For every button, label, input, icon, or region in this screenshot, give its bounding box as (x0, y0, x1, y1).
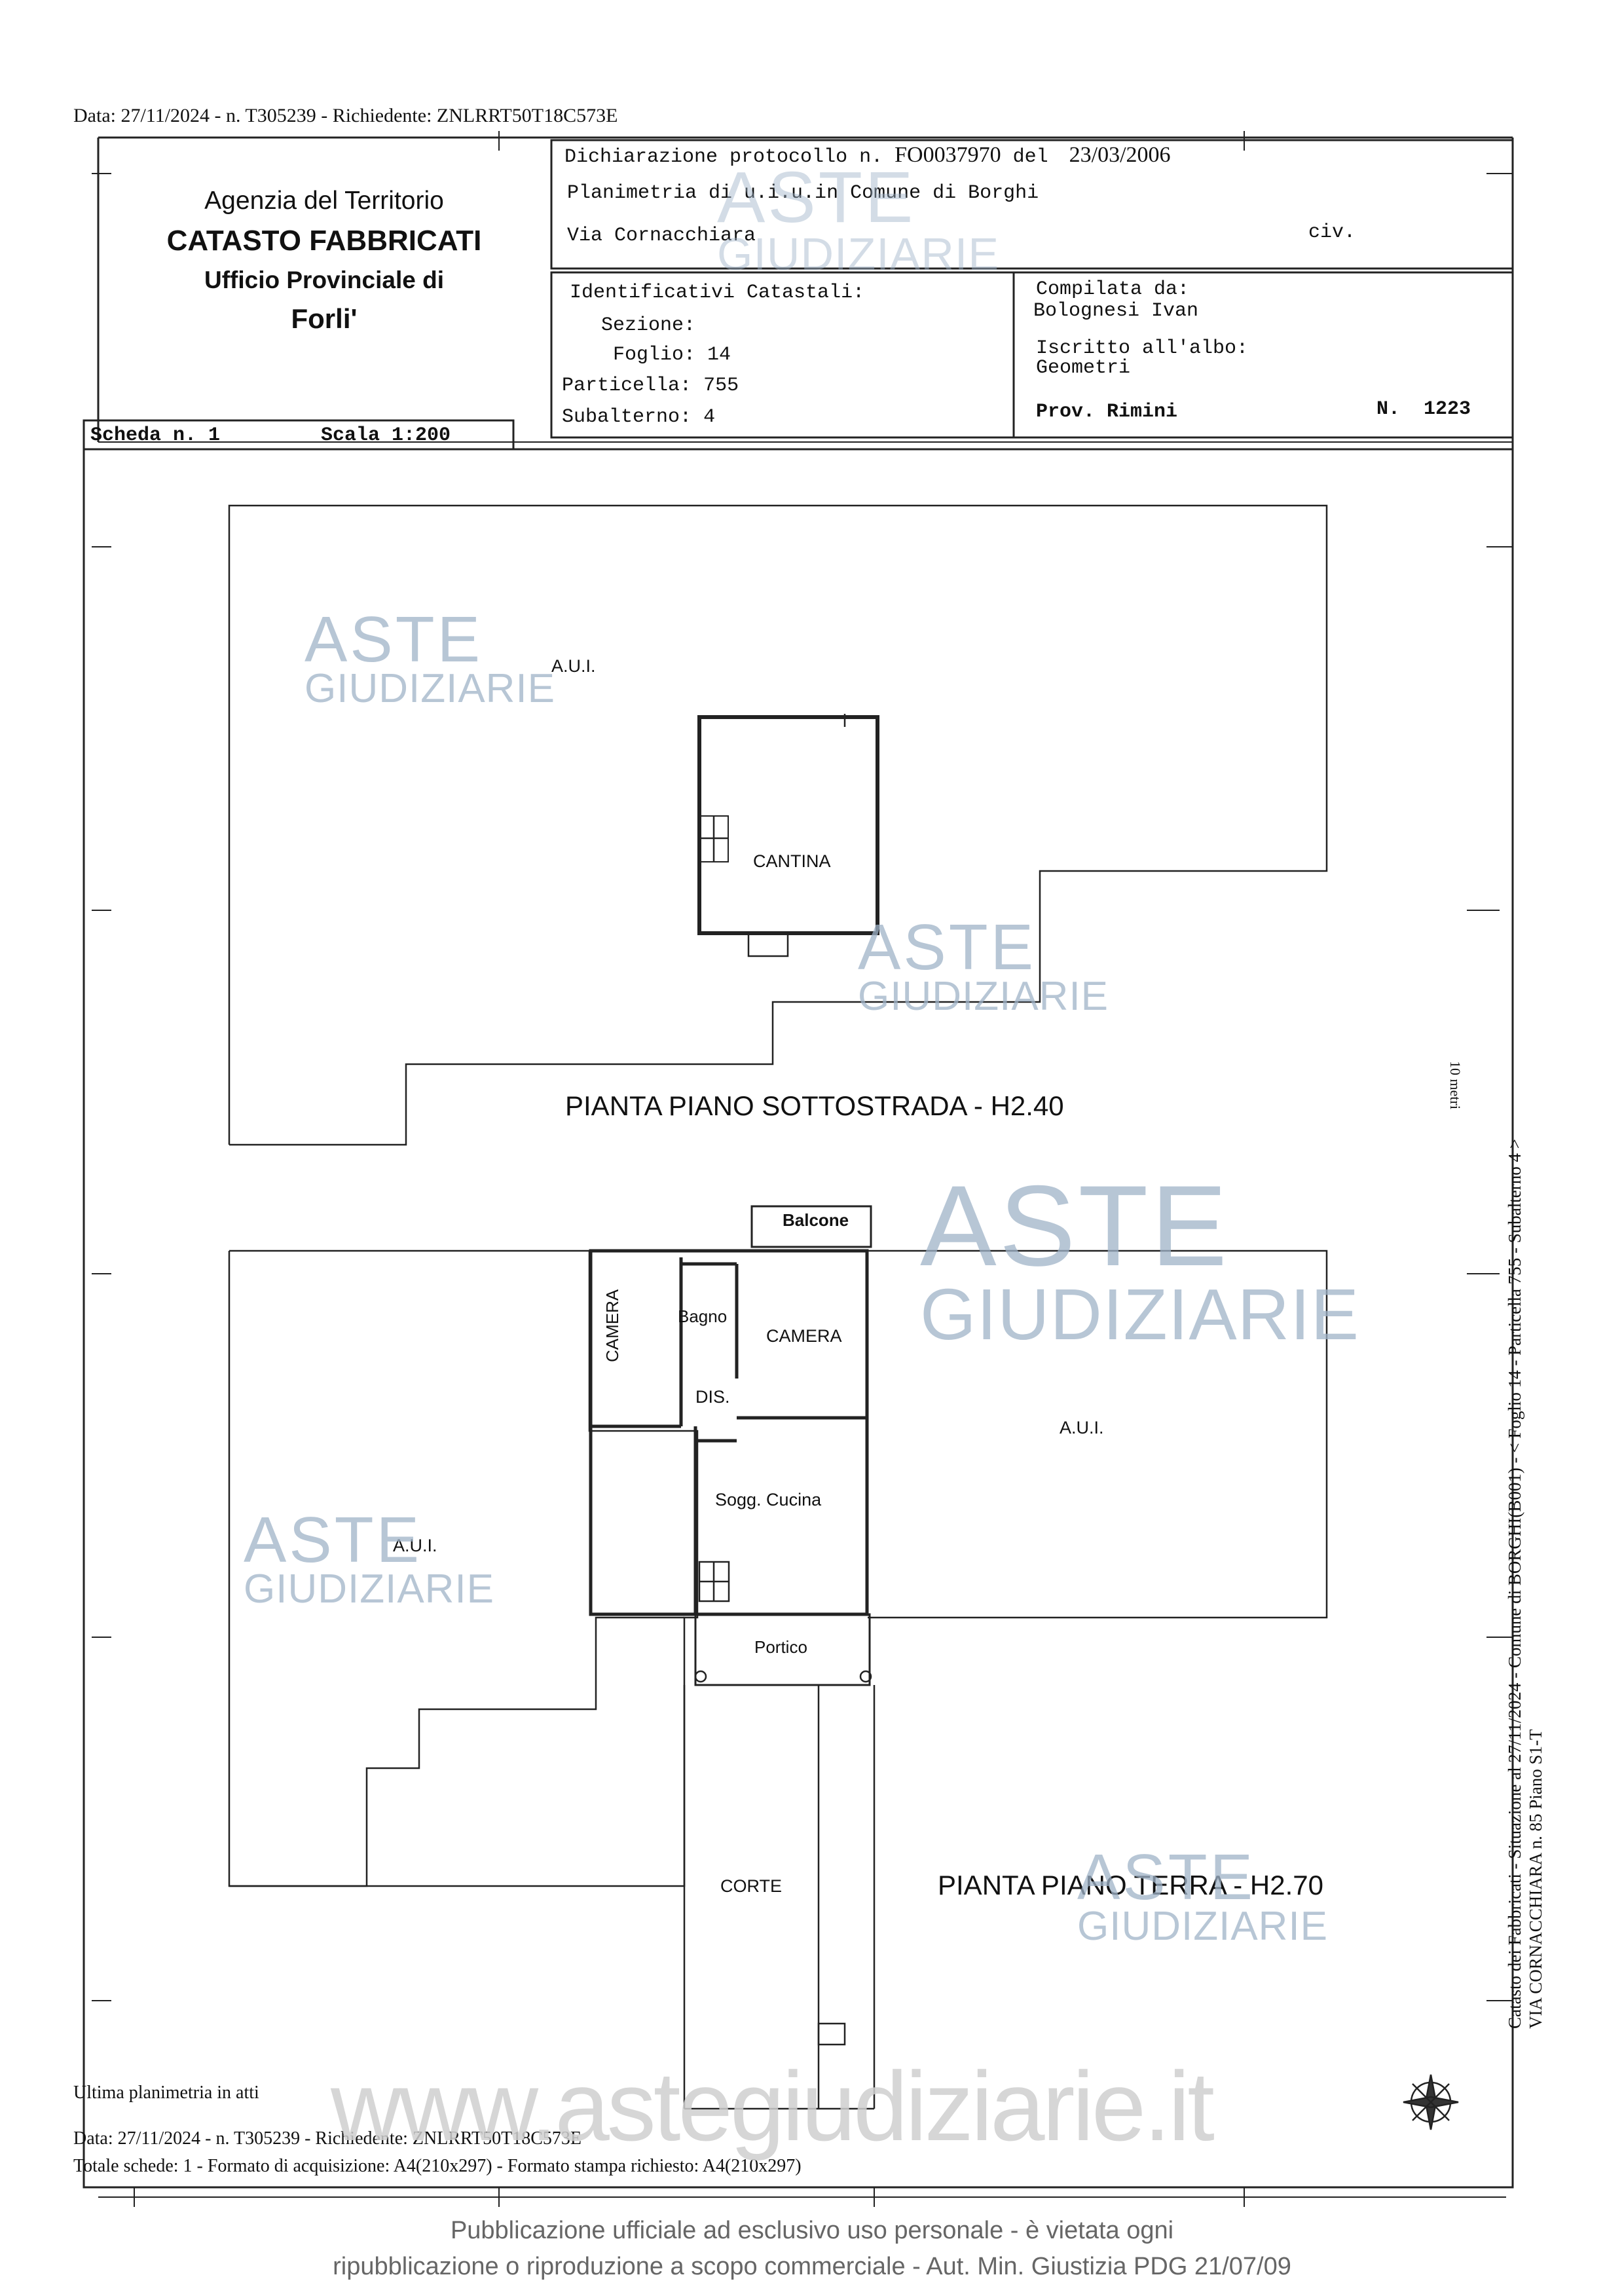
sezione-label: Sezione: (601, 314, 696, 337)
aui-label-upper: A.U.I. (551, 656, 596, 676)
lower-aui-outline-right (868, 1250, 1328, 1619)
cantina-label: CANTINA (753, 851, 831, 871)
dichiarazione-line: Dichiarazione protocollo n. FO0037970 de… (564, 143, 1171, 168)
del-label: del (1012, 146, 1048, 168)
terra-title: PIANTA PIANO TERRA - H2.70 (938, 1870, 1323, 1900)
iscritto-label: Iscritto all'albo: (1036, 337, 1249, 360)
watermark-aste: ASTE (244, 1504, 422, 1576)
upper-aui-outline (228, 504, 1328, 1146)
footer-request-line: Data: 27/11/2024 - n. T305239 - Richiede… (73, 2128, 581, 2149)
watermark-giudiziarie: GIUDIZIARIE (858, 974, 1109, 1020)
via-line: Via Cornacchiara (567, 225, 756, 247)
agency-name: Agenzia del Territorio (204, 187, 444, 215)
publication-line-1: Pubblicazione ufficiale ad esclusivo uso… (450, 2217, 1174, 2244)
portico-outline (694, 1613, 871, 1686)
bagno-label: Bagno (678, 1306, 728, 1326)
foglio-line: Foglio: 14 (613, 344, 731, 366)
watermark-aste: ASTE (1077, 1841, 1255, 1913)
watermark-giudiziarie: GIUDIZIARIE (304, 666, 556, 712)
albo-number: N. 1223 (1376, 398, 1471, 420)
watermark-aste: ASTE (717, 157, 916, 238)
sogg-cucina-label: Sogg. Cucina (715, 1490, 822, 1509)
cantina-room (697, 714, 879, 957)
camera-label-right: CAMERA (766, 1326, 842, 1346)
watermark-1: ASTE GIUDIZIARIE (304, 603, 556, 712)
dis-label: DIS. (695, 1387, 730, 1407)
footer-totale: Totale schede: 1 - Formato di acquisizio… (73, 2156, 802, 2176)
dichiarazione-label: Dichiarazione protocollo n. (564, 146, 883, 168)
balcone-label: Balcone (783, 1210, 849, 1230)
watermark-2: ASTE GIUDIZIARIE (858, 911, 1109, 1020)
balcone-outline (750, 1205, 872, 1248)
publication-line-2: ripubblicazione o riproduzione a scopo c… (333, 2253, 1291, 2280)
watermark-aste: ASTE (304, 603, 483, 675)
subalterno-value: 4 (703, 406, 716, 428)
unit-walls (589, 1249, 869, 1616)
compilata-label: Compilata da: (1036, 278, 1190, 301)
foglio-label: Foglio: (613, 344, 696, 366)
corte-label: CORTE (720, 1876, 783, 1896)
camera-label-left: CAMERA (602, 1289, 622, 1362)
ufficio-label: Ufficio Provinciale di (204, 267, 444, 293)
prov-label: Prov. Rimini (1036, 401, 1178, 423)
n-label: N. (1376, 398, 1401, 420)
particella-label: Particella: (562, 375, 692, 397)
corte-outline (683, 1685, 876, 2110)
watermark-giudiziarie: GIUDIZIARIE (717, 228, 1000, 280)
scheda-label: Scheda n. 1 (90, 424, 221, 447)
subalterno-line: Subalterno: 4 (562, 406, 715, 428)
north-arrow-compass (1403, 2074, 1459, 2130)
planimetria-line: Planimetria di u.i.u.in Comune di Borghi (567, 182, 1039, 204)
watermark-5: ASTE GIUDIZIARIE (1077, 1841, 1329, 1950)
side-text-1: Catasto dei Fabbricati - Situazione al 2… (1505, 1139, 1524, 2029)
ultima-planimetria: Ultima planimetria in atti (73, 2083, 259, 2103)
watermark-aste: ASTE (858, 911, 1036, 983)
subalterno-label: Subalterno: (562, 406, 692, 428)
foglio-value: 14 (707, 344, 731, 366)
compilata-name: Bolognesi Ivan (1033, 300, 1199, 322)
n-value: 1223 (1424, 398, 1471, 420)
protocollo-date: 23/03/2006 (1069, 143, 1171, 167)
identificativi-title: Identificativi Catastali: (570, 282, 865, 304)
scale-bar-label: 10 metri (1447, 1061, 1464, 1109)
particella-value: 755 (703, 375, 739, 397)
website-watermark: www.astegiudiziarie.it (331, 2051, 1215, 2161)
watermark-4: ASTE GIUDIZIARIE (244, 1504, 495, 1612)
aui-label-left: A.U.I. (393, 1536, 437, 1555)
particella-line: Particella: 755 (562, 375, 739, 397)
ufficio-city: Forli' (291, 303, 358, 334)
watermark-aste: ASTE (920, 1162, 1230, 1290)
civ-label: civ. (1308, 221, 1356, 244)
watermark-giudiziarie: GIUDIZIARIE (920, 1274, 1360, 1356)
protocollo-number: FO0037970 (895, 143, 1001, 167)
aui-label-right: A.U.I. (1060, 1418, 1104, 1437)
sottostrada-title: PIANTA PIANO SOTTOSTRADA - H2.40 (565, 1090, 1064, 1121)
portico-label: Portico (754, 1637, 807, 1657)
watermark-header: ASTE GIUDIZIARIE (717, 157, 1000, 280)
agency-block: Agenzia del Territorio CATASTO FABBRICAT… (98, 187, 550, 335)
catasto-title: CATASTO FABBRICATI (166, 225, 482, 257)
watermark-3: ASTE GIUDIZIARIE (920, 1162, 1360, 1356)
albo-value: Geometri (1036, 357, 1131, 379)
scala-label: Scala 1:200 (321, 424, 451, 447)
watermark-giudiziarie: GIUDIZIARIE (244, 1566, 495, 1612)
top-request-line: Data: 27/11/2024 - n. T305239 - Richiede… (73, 105, 618, 126)
watermark-giudiziarie: GIUDIZIARIE (1077, 1904, 1329, 1950)
side-text-2: VIA CORNACCHIARA n. 85 Piano S1-T (1526, 1729, 1545, 2029)
